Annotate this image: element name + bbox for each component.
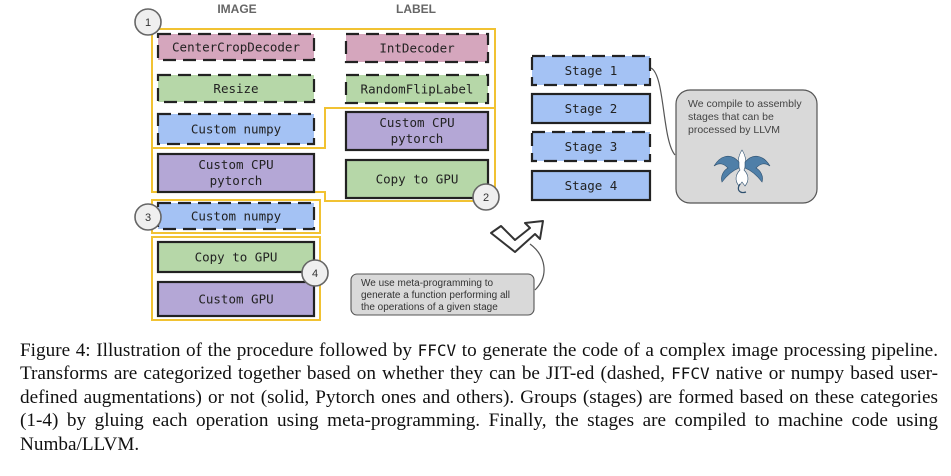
svg-text:We use meta-programming to: We use meta-programming to generate a fu… (361, 278, 513, 313)
label-transform-1-shape (344, 32, 490, 64)
caption-part-3: native or numpy based user-defined augme… (20, 363, 938, 455)
figure-caption: Figure 4: Illustration of the procedure … (20, 339, 938, 456)
llvm-note-line-3: processed by LLVM (688, 124, 780, 136)
stages-to-llvm-connector (650, 67, 676, 156)
image-transform-1-label: CenterCropDecoder (172, 40, 300, 55)
stage-4-label: Stage 4 (565, 178, 618, 193)
image-column-header: IMAGE (217, 2, 256, 16)
image-transform-3: Custom numpy (156, 112, 316, 146)
group-number-markers: 1 2 3 4 (134, 8, 500, 287)
llvm-dragon-icon (713, 149, 771, 194)
image-transform-3-label: Custom numpy (191, 122, 282, 137)
image-transform-7: Custom GPU (156, 280, 316, 318)
image-transform-5-label: Custom numpy (191, 209, 282, 224)
stage-2-shape (530, 92, 652, 125)
stages: Stage 1 Stage 2 Stage 3 Stage 4 (530, 54, 652, 202)
image-transform-2-shape (156, 73, 316, 104)
meta-note-line-1: We use meta-programming to (361, 278, 494, 289)
image-transform-2-label: Resize (213, 81, 258, 96)
stage-1-label: Stage 1 (565, 63, 618, 78)
label-transform-1: IntDecoder (344, 32, 490, 64)
meta-programming-note: We use meta-programming to generate a fu… (350, 273, 535, 316)
group-number-2-circle (472, 183, 500, 211)
image-transform-6-shape (156, 240, 316, 274)
llvm-note: We compile to assembly stages that can b… (675, 89, 818, 204)
transition-arrow-icon (490, 220, 544, 253)
image-transform-7-shape (156, 280, 316, 318)
meta-note-line-3: the operations of a given stage (361, 302, 498, 313)
group-number-2-label: 2 (483, 192, 489, 204)
group-number-4-label: 4 (312, 268, 318, 280)
label-transform-2: RandomFlipLabel (344, 73, 490, 105)
stage-3-shape (530, 130, 652, 163)
group-number-3-circle (134, 203, 162, 231)
group-number-4: 4 (301, 259, 329, 287)
caption-part-2: to generate the code of a complex image … (20, 340, 938, 385)
image-transform-1: CenterCropDecoder (156, 32, 316, 62)
image-transform-1-shape (156, 32, 316, 62)
llvm-note-line-1: We compile to assembly (688, 98, 802, 110)
stage-3-label: Stage 3 (565, 139, 618, 154)
stage-4-shape (530, 169, 652, 202)
group-number-1: 1 (134, 8, 162, 36)
image-transform-4-shape (156, 152, 316, 194)
pipeline-diagram: IMAGE LABEL CenterCropDecoderResizeCusto… (134, 2, 818, 321)
group-number-2: 2 (472, 183, 500, 211)
stage-2: Stage 2 (530, 92, 652, 125)
stage-3: Stage 3 (530, 130, 652, 163)
image-transform-5: Custom numpy (156, 201, 316, 231)
label-transform-4-label: Copy to GPU (376, 172, 459, 187)
llvm-note-line-2: stages that can be (688, 111, 774, 123)
image-transform-5-shape (156, 201, 316, 231)
label-transform-3-label: Custom CPU (379, 115, 454, 130)
image-transform-7-label: Custom GPU (198, 292, 273, 307)
meta-note-line-2: generate a function performing all (361, 290, 510, 301)
label-transform-3-label-line-2: pytorch (391, 131, 444, 146)
image-transform-6-label: Copy to GPU (195, 250, 278, 265)
group-number-3-label: 3 (145, 212, 151, 224)
stage-1-shape (530, 54, 652, 87)
label-transform-1-label: IntDecoder (379, 41, 455, 56)
caption-ffcv-2: FFCV (671, 364, 710, 384)
image-transform-4-label-line-2: pytorch (210, 173, 263, 188)
label-transform-2-shape (344, 73, 490, 105)
stage-4: Stage 4 (530, 169, 652, 202)
svg-text:We compile to assembly s: We compile to assembly stages that can b… (688, 98, 805, 136)
group-number-1-label: 1 (145, 17, 151, 29)
group-number-4-circle (301, 259, 329, 287)
image-transform-4-label: Custom CPU (198, 157, 273, 172)
meta-note-connector (529, 243, 545, 291)
label-transform-4: Copy to GPU (344, 158, 490, 200)
caption-part-1: Figure 4: Illustration of the procedure … (20, 340, 418, 361)
label-column-header: LABEL (396, 2, 436, 16)
group-number-3: 3 (134, 203, 162, 231)
image-transform-6: Copy to GPU (156, 240, 316, 274)
image-transform-2: Resize (156, 73, 316, 104)
stage-1: Stage 1 (530, 54, 652, 87)
label-transform-4-shape (344, 158, 490, 200)
stage-2-label: Stage 2 (565, 101, 618, 116)
caption-ffcv-1: FFCV (417, 341, 457, 360)
label-transform-3-shape (344, 110, 490, 152)
group-number-1-circle (134, 8, 162, 36)
image-transform-3-shape (156, 112, 316, 146)
label-transform-2-label: RandomFlipLabel (361, 82, 474, 97)
